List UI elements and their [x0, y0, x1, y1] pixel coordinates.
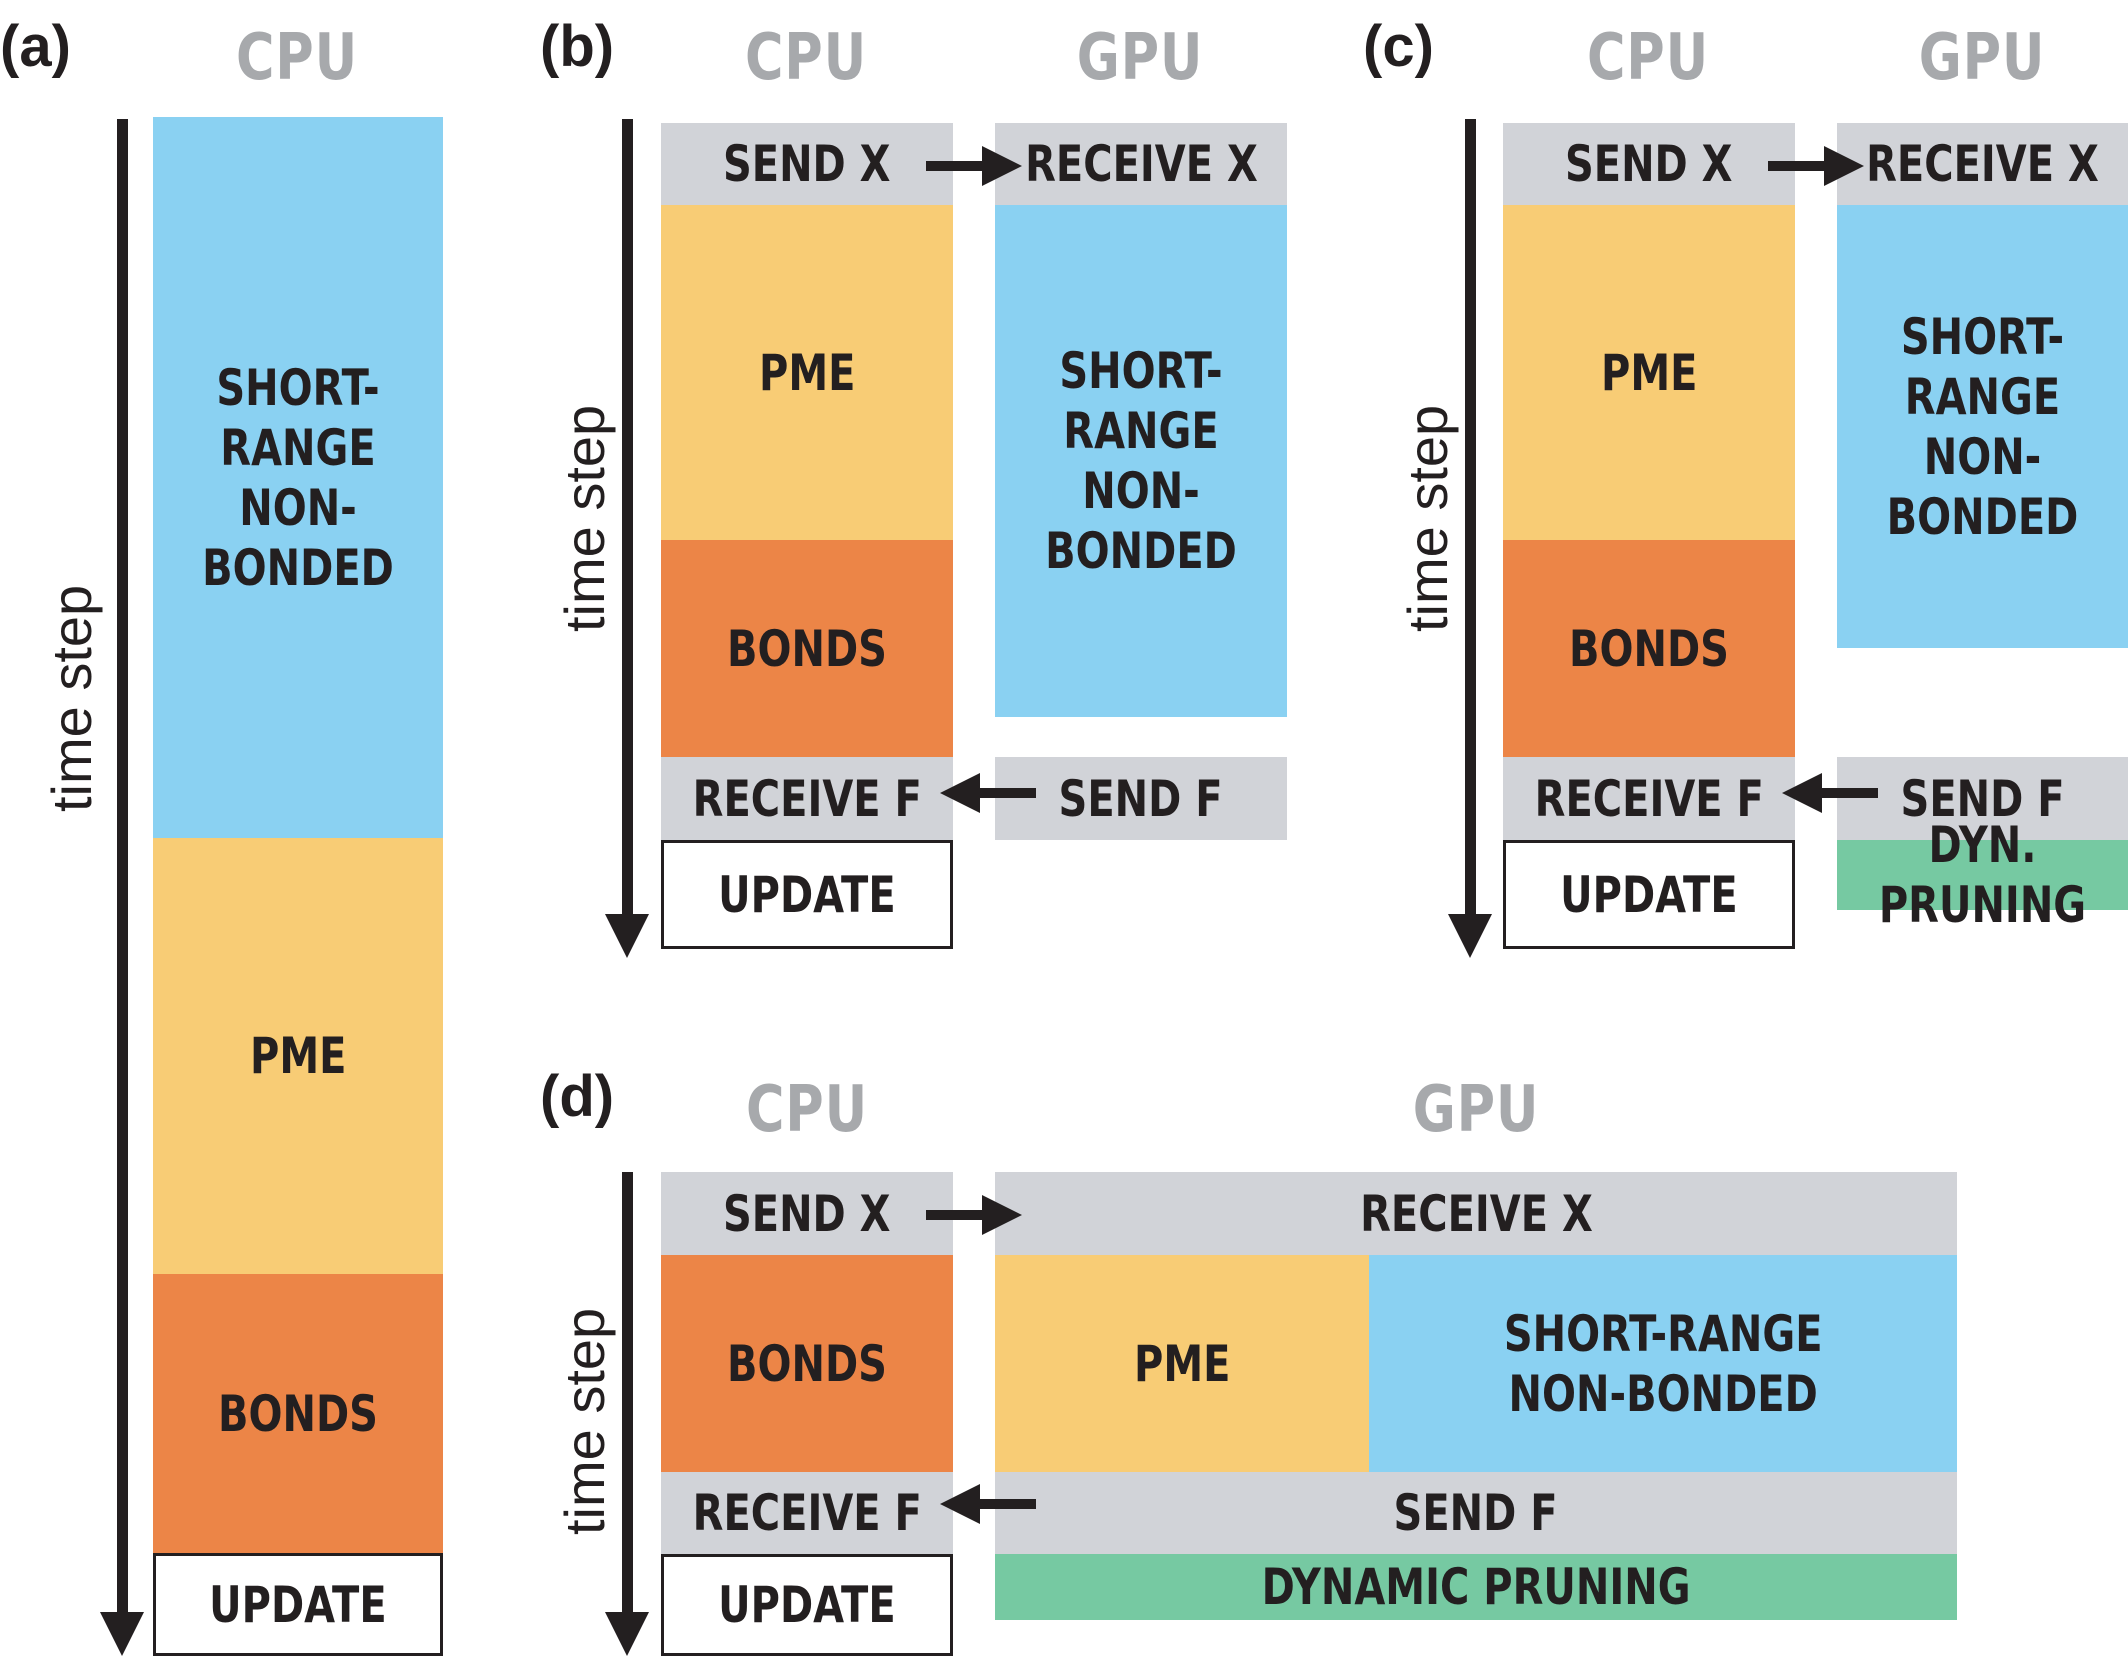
panel-b-pme-block: PME: [661, 205, 953, 540]
panel-b-label: (b): [540, 14, 615, 79]
panel-c-gpu-heading: GPU: [1918, 21, 2046, 95]
panel-c-bonds-block: BONDS: [1503, 540, 1795, 757]
panel-a-cpu-heading: CPU: [235, 21, 359, 95]
panel-c-time-arrowhead: [1448, 914, 1492, 958]
panel-d-time-label: time step: [553, 1307, 616, 1535]
panel-d-send-f-arrow: [940, 1484, 1036, 1524]
panel-d-send-x-arrow: [926, 1195, 1022, 1235]
panel-c-send-f-block: SEND F: [1837, 757, 2128, 840]
panel-d-receive-x-block: RECEIVE X: [995, 1172, 1957, 1255]
panel-c-receive-f-block: RECEIVE F: [1503, 757, 1795, 840]
panel-b-receive-f-block: RECEIVE F: [661, 757, 953, 840]
panel-d-update-block: UPDATE: [661, 1554, 953, 1656]
panel-a-time-label: time step: [40, 584, 103, 812]
panel-a-short-range-block: SHORT-RANGE NON-BONDED: [153, 117, 443, 838]
panel-a-bonds-block: BONDS: [153, 1274, 443, 1553]
panel-b-send-f-arrow: [940, 773, 1036, 813]
panel-b-bonds-block: BONDS: [661, 540, 953, 757]
panel-a-time-arrowhead: [100, 1612, 144, 1656]
panel-c-update-block: UPDATE: [1503, 840, 1795, 949]
panel-c-time-axis: [1465, 119, 1476, 924]
panel-c-send-x-block: SEND X: [1503, 123, 1795, 205]
panel-d-gpu-heading: GPU: [1412, 1073, 1540, 1147]
panel-b-time-axis: [622, 119, 633, 924]
panel-b-short-range-block: SHORT-RANGE NON-BONDED: [995, 205, 1287, 717]
panel-d-send-f-block: SEND F: [995, 1472, 1957, 1554]
panel-d-receive-f-block: RECEIVE F: [661, 1472, 953, 1554]
panel-d-dynamic-pruning-block: DYNAMIC PRUNING: [995, 1554, 1957, 1620]
panel-a-label: (a): [0, 14, 71, 79]
panel-c-send-f-arrow: [1782, 773, 1878, 813]
panel-a-update-block: UPDATE: [153, 1553, 443, 1656]
panel-c-dyn-pruning-block: DYN. PRUNING: [1837, 816, 2128, 934]
panel-d-time-arrowhead: [605, 1612, 649, 1656]
panel-d-label: (d): [540, 1064, 615, 1129]
panel-c-cpu-heading: CPU: [1586, 21, 1710, 95]
panel-b-update-block: UPDATE: [661, 840, 953, 949]
panel-d-short-range-block: SHORT-RANGE NON-BONDED: [1369, 1255, 1957, 1472]
panel-c-pme-block: PME: [1503, 205, 1795, 540]
panel-b-time-arrowhead: [605, 914, 649, 958]
panel-a-pme-block: PME: [153, 838, 443, 1274]
panel-b-gpu-heading: GPU: [1076, 21, 1204, 95]
panel-d-bonds-block: BONDS: [661, 1255, 953, 1472]
panel-d-cpu-heading: CPU: [745, 1073, 869, 1147]
panel-d-pme-block: PME: [995, 1255, 1369, 1472]
panel-c-label: (c): [1363, 14, 1434, 79]
panel-c-send-x-arrow: [1768, 146, 1864, 186]
panel-b-send-f-block: SEND F: [995, 757, 1287, 840]
panel-b-cpu-heading: CPU: [744, 21, 868, 95]
panel-a-time-axis: [117, 119, 128, 1622]
panel-d-time-axis: [622, 1172, 633, 1627]
panel-c-receive-x-block: RECEIVE X: [1837, 123, 2128, 205]
panel-c-short-range-block: SHORT-RANGE NON-BONDED: [1837, 205, 2128, 648]
panel-b-send-x-arrow: [926, 146, 1022, 186]
panel-b-time-label: time step: [553, 404, 616, 632]
panel-b-send-x-block: SEND X: [661, 123, 953, 205]
panel-d-send-x-block: SEND X: [661, 1172, 953, 1255]
panel-b-receive-x-block: RECEIVE X: [995, 123, 1287, 205]
panel-c-time-label: time step: [1396, 404, 1459, 632]
